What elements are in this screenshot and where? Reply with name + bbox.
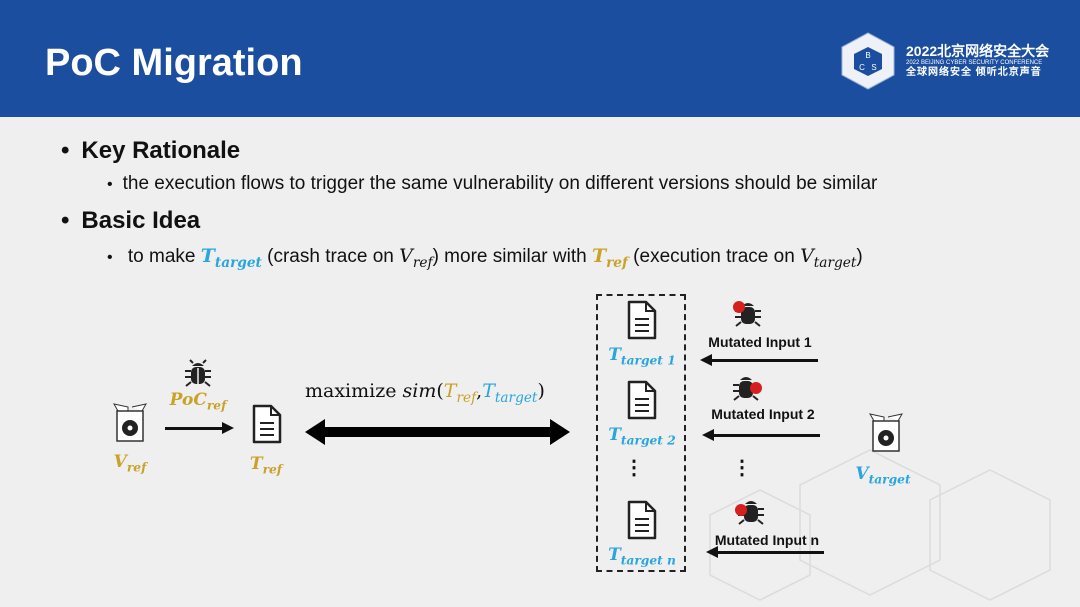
logo-title: 2022北京网络安全大会	[906, 43, 1050, 59]
arrow-head	[700, 354, 712, 366]
svg-text:C: C	[859, 63, 865, 72]
t-target-1-label: Ttarget 1	[608, 345, 676, 368]
text: ) more similar with	[432, 246, 592, 267]
sub-bullet-idea: to make Ttarget (crash trace on Vref) mo…	[123, 245, 863, 271]
bullet-key-rationale: Key Rationale	[81, 137, 240, 165]
software-box-icon	[113, 403, 147, 442]
ellipsis: ⋮	[624, 457, 644, 479]
v-target-symbol: Vtarget	[800, 245, 857, 271]
document-icon	[627, 380, 657, 420]
text: (execution trace on	[627, 246, 801, 267]
sub-bullet-rationale: the execution flows to trigger the same …	[123, 173, 878, 195]
svg-text:B: B	[865, 51, 870, 60]
svg-text:S: S	[871, 63, 876, 72]
arrow-head	[702, 429, 714, 441]
bullet-basic-idea: Basic Idea	[81, 207, 200, 235]
t-target-n-label: Ttarget n	[608, 545, 676, 568]
text: (crash trace on	[261, 246, 400, 267]
maximize-sim-label: maximize sim(Tref,Ttarget)	[305, 380, 545, 406]
mutated-bug-icon	[733, 377, 762, 401]
mutated-input-n-label: Mutated Input n	[714, 532, 820, 548]
target-traces-group	[596, 294, 686, 572]
mutated-input-2-label: Mutated Input 2	[711, 406, 815, 422]
mutated-bug-icon	[733, 301, 761, 327]
bug-icon	[185, 359, 211, 387]
text: to make	[127, 246, 201, 267]
t-target-2-label: Ttarget 2	[608, 425, 676, 448]
v-target-label: Vtarget	[855, 464, 911, 487]
ellipsis: ⋮	[732, 457, 752, 479]
mutated-bug-icon	[735, 501, 764, 525]
conference-logo: B C S 2022北京网络安全大会 2022 BEIJING CYBER SE…	[838, 30, 1068, 92]
arrow-left	[712, 434, 820, 437]
v-ref-symbol: Vref	[399, 245, 433, 271]
document-icon	[252, 404, 282, 444]
slide-title: PoC Migration	[45, 42, 303, 84]
v-ref-label: Vref	[113, 452, 147, 475]
t-target-symbol: Ttarget	[200, 245, 262, 271]
background-hex-decoration-icon	[709, 449, 1051, 601]
arrow-left	[710, 359, 818, 362]
text: )	[856, 246, 863, 267]
arrow-head	[222, 422, 234, 434]
document-icon	[627, 300, 657, 340]
arrow-left	[716, 551, 824, 554]
bidirectional-arrow	[305, 419, 570, 445]
poc-arrow	[165, 427, 225, 430]
logo-subtitle: 2022 BEIJING CYBER SECURITY CONFERENCE	[906, 59, 1043, 66]
logo-slogan: 全球网络安全 倾听北京声音	[906, 66, 1042, 78]
poc-ref-label: PoCref	[169, 390, 227, 413]
bcs-cube-logo-icon: B C S	[841, 32, 895, 90]
t-ref-symbol: Tref	[591, 245, 628, 271]
document-icon	[627, 500, 657, 540]
software-box-icon	[869, 413, 903, 452]
arrow-head	[706, 546, 718, 558]
mutated-input-1-label: Mutated Input 1	[708, 334, 812, 350]
slide-header	[0, 0, 1080, 117]
t-ref-label: Tref	[249, 454, 283, 477]
